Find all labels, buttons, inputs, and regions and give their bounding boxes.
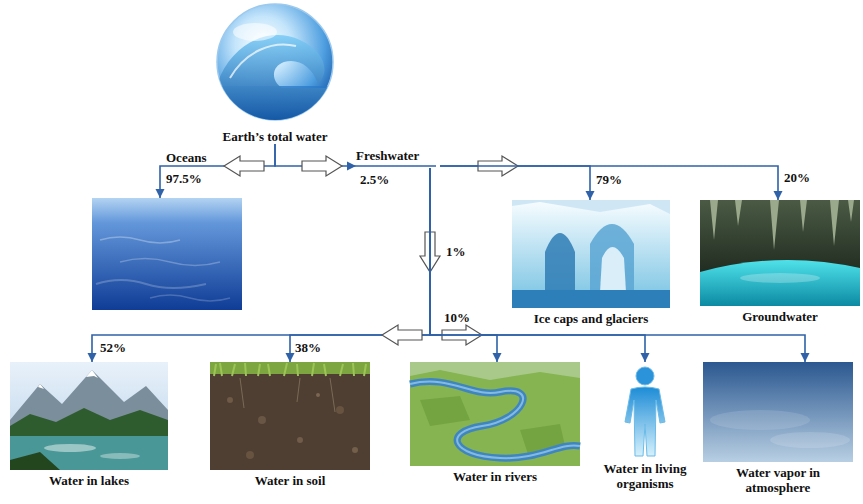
arrow-head <box>801 353 810 362</box>
node-caption: Water vapor in atmosphere <box>703 465 853 495</box>
node-caption: Water in lakes <box>10 473 168 488</box>
block-arrow <box>224 156 264 176</box>
flow-line <box>356 165 436 167</box>
flow-line <box>440 166 778 200</box>
label-slot: 2.5% <box>360 172 389 187</box>
human-figure <box>625 367 665 456</box>
percent-label: 97.5% <box>166 171 202 186</box>
flow-connector <box>430 168 650 362</box>
arrow-head <box>88 353 97 362</box>
flow-connector <box>430 168 810 362</box>
arrow-head <box>641 353 650 362</box>
label-slot: 52% <box>100 340 126 355</box>
flow-line <box>160 144 275 198</box>
label-slot: 1% <box>446 244 466 259</box>
flow-connector <box>156 144 276 198</box>
river-node: Water in rivers <box>410 362 580 484</box>
groundwater-node: Groundwater <box>700 200 860 324</box>
flow-line <box>430 168 805 362</box>
arrow-head <box>156 189 165 198</box>
node-caption: Freshwater <box>356 148 440 163</box>
percent-label: 38% <box>295 340 321 355</box>
freshwater-node: Freshwater <box>356 148 440 168</box>
flow-line <box>430 168 645 362</box>
ocean-node: Oceans <box>92 198 242 310</box>
node-caption: Earth’s total water <box>205 129 345 144</box>
percent-label: 79% <box>596 172 622 187</box>
river-picture <box>410 362 580 466</box>
node-caption: Ice caps and glaciers <box>512 311 670 326</box>
label-slot: 79% <box>596 172 622 187</box>
soil-picture <box>210 362 370 470</box>
flow-connector <box>286 168 431 362</box>
percent-label: 20% <box>784 170 810 185</box>
label-slot: 97.5% <box>166 171 202 186</box>
arrow-head <box>286 353 295 362</box>
groundwater-picture <box>700 200 860 306</box>
flow-connector <box>88 168 441 362</box>
percent-label: 2.5% <box>360 172 389 187</box>
node-caption: Water in rivers <box>410 469 580 484</box>
ocean-picture <box>92 198 242 310</box>
flow-line <box>92 168 430 362</box>
block-arrow <box>302 156 342 176</box>
organism-node: Water in living organisms <box>592 362 698 491</box>
arrow-head <box>493 353 502 362</box>
node-caption: Water in living organisms <box>592 461 698 491</box>
flow-connector <box>440 156 595 200</box>
label-slot: 20% <box>784 170 810 185</box>
soil-node: Water in soil <box>210 362 370 488</box>
arrow-head <box>586 191 595 200</box>
percent-label: 1% <box>446 244 466 259</box>
ice-node: Ice caps and glaciers <box>512 200 670 326</box>
flow-line <box>290 168 430 362</box>
node-caption: Groundwater <box>700 309 860 324</box>
block-arrow <box>382 325 422 345</box>
globe-picture <box>215 4 335 126</box>
arrow-head <box>774 191 783 200</box>
percent-label: 10% <box>444 310 470 325</box>
percent-label: 52% <box>100 340 126 355</box>
flow-line <box>430 168 497 362</box>
label-slot: 38% <box>295 340 321 355</box>
flow-line <box>440 166 590 200</box>
arrow-head <box>347 162 356 171</box>
lake-picture <box>10 362 168 470</box>
vapor-picture <box>703 362 853 462</box>
globe-node: Earth’s total water <box>205 2 345 144</box>
lake-node: Water in lakes <box>10 362 168 488</box>
flow-connector <box>440 166 783 200</box>
label-slot: 10% <box>444 310 470 325</box>
vapor-node: Water vapor in atmosphere <box>703 362 853 495</box>
flow-connector <box>275 144 356 176</box>
node-caption: Oceans <box>166 150 206 165</box>
node-caption: Water in soil <box>210 473 370 488</box>
flow-connector <box>430 168 502 362</box>
ice-picture <box>512 200 670 308</box>
